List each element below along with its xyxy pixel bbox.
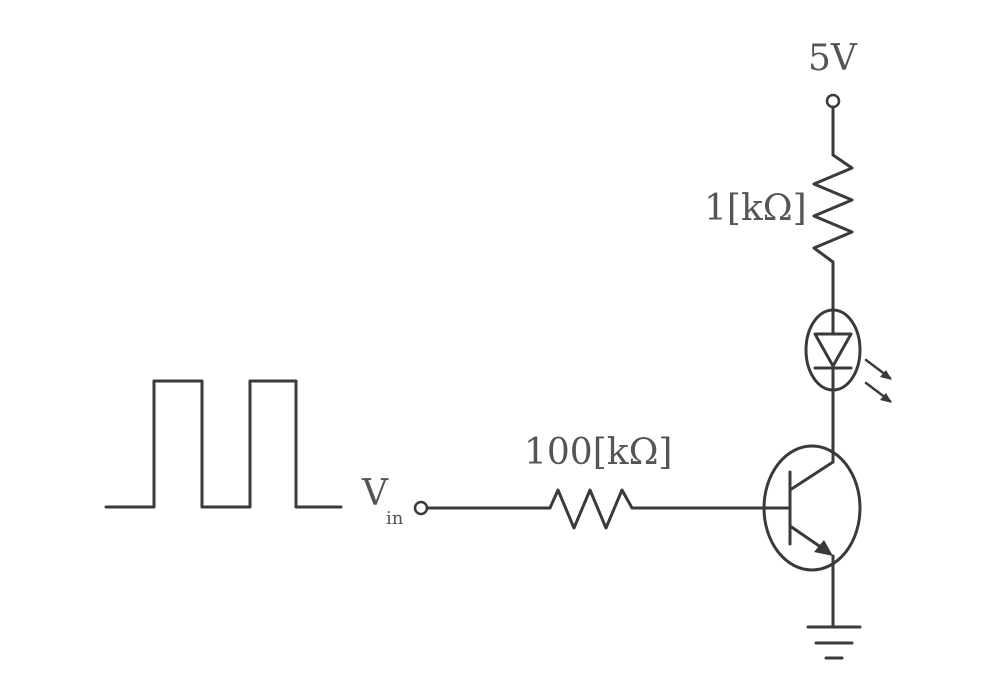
led-icon — [804, 308, 892, 403]
ground-icon — [806, 625, 862, 660]
npn-transistor-icon — [762, 444, 862, 572]
vin-label: V — [361, 473, 389, 514]
supply-terminal-icon — [825, 93, 841, 109]
vin-terminal-icon — [413, 500, 429, 516]
vin-subscript: in — [386, 508, 404, 529]
supply-label: 5V — [808, 38, 858, 79]
base-resistor — [425, 488, 768, 530]
collector-resistor — [812, 105, 854, 314]
collector-resistor-label: 1[kΩ] — [704, 188, 807, 229]
base-resistor-label: 100[kΩ] — [524, 432, 672, 473]
square-wave-pulse-icon — [104, 379, 343, 509]
